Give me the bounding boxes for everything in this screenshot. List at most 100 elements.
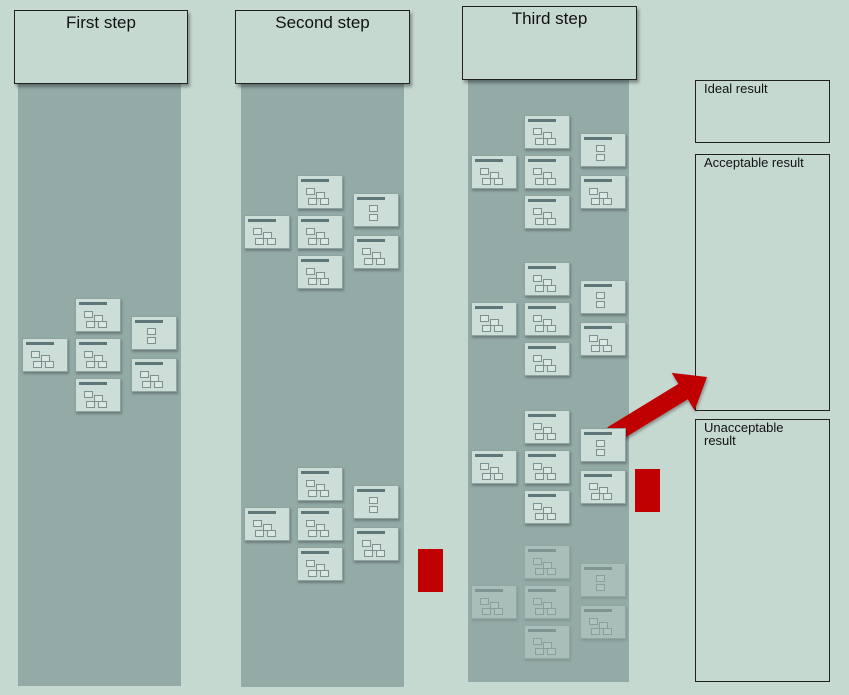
thumbnail-node — [589, 335, 598, 342]
thumbnail-title-bar — [584, 284, 612, 287]
thumbnail-node — [306, 188, 315, 195]
process-thumbnail — [297, 467, 343, 501]
thumbnail-title-bar — [301, 511, 329, 514]
thumbnail-node — [480, 598, 489, 605]
thumbnail-title-bar — [357, 489, 385, 492]
thumbnail-node — [31, 351, 40, 358]
thumbnail-node — [482, 608, 491, 615]
thumbnail-title-bar — [301, 259, 329, 262]
red-block-second-step — [418, 549, 443, 592]
thumbnail-node — [596, 440, 605, 447]
thumbnail-node — [98, 401, 107, 408]
thumbnail-node — [589, 483, 598, 490]
thumbnail-node — [596, 154, 605, 161]
thumbnail-node — [535, 285, 544, 292]
thumbnail-title-bar — [584, 137, 612, 140]
thumbnail-node — [543, 562, 552, 569]
process-thumbnail — [131, 316, 177, 350]
thumbnail-node — [480, 168, 489, 175]
thumbnail-node — [84, 391, 93, 398]
thumbnail-node — [255, 238, 264, 245]
process-thumbnail — [297, 507, 343, 541]
process-thumbnail — [524, 155, 570, 189]
thumbnail-title-bar — [528, 199, 556, 202]
thumbnail-node — [86, 361, 95, 368]
thumbnail-node — [98, 361, 107, 368]
process-thumbnail — [353, 485, 399, 519]
thumbnail-node — [535, 178, 544, 185]
thumbnail-node — [535, 433, 544, 440]
thumbnail-node — [267, 238, 276, 245]
thumbnail-title-bar — [79, 302, 107, 305]
thumbnail-node — [84, 351, 93, 358]
ideal-result-label: Ideal result — [704, 81, 768, 96]
thumbnail-node — [535, 218, 544, 225]
thumbnail-node — [596, 292, 605, 299]
process-thumbnail — [524, 262, 570, 296]
thumbnail-title-bar — [301, 551, 329, 554]
process-thumbnail — [297, 175, 343, 209]
thumbnail-title-bar — [528, 159, 556, 162]
thumbnail-title-bar — [357, 531, 385, 534]
process-thumbnail — [22, 338, 68, 372]
process-thumbnail — [524, 115, 570, 149]
process-thumbnail — [524, 195, 570, 229]
process-thumbnail — [131, 358, 177, 392]
thumbnail-node — [369, 506, 378, 513]
thumbnail-title-bar — [248, 511, 276, 514]
thumbnail-node — [596, 584, 605, 591]
unacceptable-result-box: Unacceptable result — [695, 419, 830, 682]
process-thumbnail — [297, 255, 343, 289]
process-thumbnail — [353, 193, 399, 227]
thumbnail-title-bar — [357, 197, 385, 200]
process-thumbnail — [297, 547, 343, 581]
thumbnail-title-bar — [357, 239, 385, 242]
second-step-header: Second step — [235, 10, 410, 84]
thumbnail-node — [547, 218, 556, 225]
thumbnail-node — [33, 361, 42, 368]
process-thumbnail — [580, 133, 626, 167]
thumbnail-node — [589, 188, 598, 195]
process-thumbnail — [580, 428, 626, 462]
thumbnail-node — [482, 178, 491, 185]
thumbnail-node — [494, 608, 503, 615]
undefined — [166, 263, 248, 328]
thumbnail-title-bar — [475, 306, 503, 309]
undefined — [401, 481, 467, 509]
thumbnail-node — [362, 540, 371, 547]
thumbnail-node — [535, 365, 544, 372]
process-thumbnail — [524, 625, 570, 659]
thumbnail-node — [320, 570, 329, 577]
process-thumbnail — [75, 338, 121, 372]
thumbnail-title-bar — [475, 159, 503, 162]
thumbnail-node — [369, 497, 378, 504]
thumbnail-title-bar — [528, 454, 556, 457]
thumbnail-node — [364, 550, 373, 557]
thumbnail-node — [494, 473, 503, 480]
thumbnail-title-bar — [301, 219, 329, 222]
thumbnail-title-bar — [528, 494, 556, 497]
thumbnail-node — [591, 345, 600, 352]
thumbnail-node — [253, 520, 262, 527]
thumbnail-title-bar — [528, 266, 556, 269]
thumbnail-title-bar — [584, 326, 612, 329]
process-thumbnail — [524, 302, 570, 336]
thumbnail-node — [147, 337, 156, 344]
process-thumbnail — [524, 490, 570, 524]
thumbnail-node — [535, 138, 544, 145]
thumbnail-title-bar — [584, 179, 612, 182]
thumbnail-title-bar — [528, 346, 556, 349]
thumbnail-node — [308, 278, 317, 285]
thumbnail-title-bar — [475, 454, 503, 457]
thumbnail-node — [480, 315, 489, 322]
thumbnail-title-bar — [135, 320, 163, 323]
thumbnail-node — [535, 608, 544, 615]
process-thumbnail — [75, 298, 121, 332]
thumbnail-node — [535, 325, 544, 332]
thumbnail-node — [320, 278, 329, 285]
thumbnail-node — [547, 608, 556, 615]
thumbnail-node — [596, 145, 605, 152]
thumbnail-node — [306, 268, 315, 275]
thumbnail-node — [255, 530, 264, 537]
thumbnail-node — [591, 198, 600, 205]
